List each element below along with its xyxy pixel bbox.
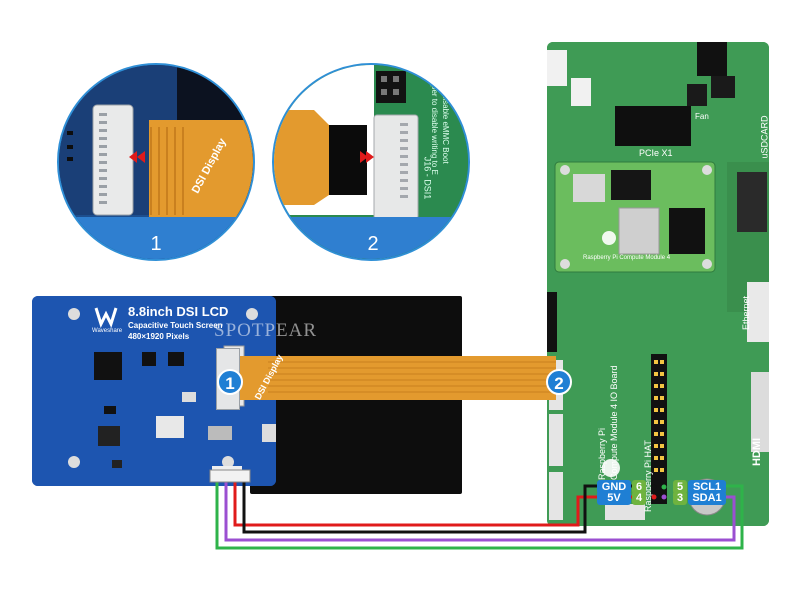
lcd-brand: Waveshare <box>92 328 123 334</box>
inset-right: J16 - DSI1 to disable eMMC Boot per to d… <box>272 63 470 261</box>
pin-dots <box>650 482 670 502</box>
io-board-label-cm4: Raspberry Pi Compute Module 4 <box>583 255 671 261</box>
inset-right-badge: 2 <box>367 233 379 255</box>
lcd-badge: 1 <box>217 369 243 395</box>
lcd-title: 8.8inch DSI LCD <box>128 304 229 319</box>
watermark: SPOTPEAR <box>214 320 318 341</box>
pin-5v-label: 5V <box>597 491 631 505</box>
pin-scl-label: SCL1 <box>688 480 726 494</box>
lcd-subtitle: Capacitive Touch Screen <box>128 321 223 330</box>
pin-gnd-label: GND <box>597 480 631 494</box>
lcd-i2c-connector <box>209 469 251 483</box>
lcd-resolution: 480×1920 Pixels <box>128 332 190 341</box>
inset-left-badge: 1 <box>150 233 162 255</box>
io-board-badge: 2 <box>546 369 572 395</box>
inset-right-photo <box>274 65 468 259</box>
ribbon-cable <box>238 356 556 400</box>
pin-sda-num: 3 <box>673 491 687 505</box>
io-board: uSDCARD PCIe X1 Ethernet Raspberry Pi Co… <box>547 42 769 526</box>
wire-sda <box>224 478 736 542</box>
io-board-label-pcie: PCIe X1 <box>639 148 673 158</box>
ribbon-cable-traces <box>268 361 556 393</box>
pin-sda-label: SDA1 <box>688 491 726 505</box>
pin-gnd-num: 6 <box>632 480 646 494</box>
pin-5v-num: 4 <box>632 491 646 505</box>
io-board-label-fan: Fan <box>695 112 709 121</box>
wire-scl <box>215 478 744 550</box>
io-board-graphic <box>547 42 769 526</box>
wire-5v <box>233 478 640 527</box>
pin-scl-num: 5 <box>673 480 687 494</box>
